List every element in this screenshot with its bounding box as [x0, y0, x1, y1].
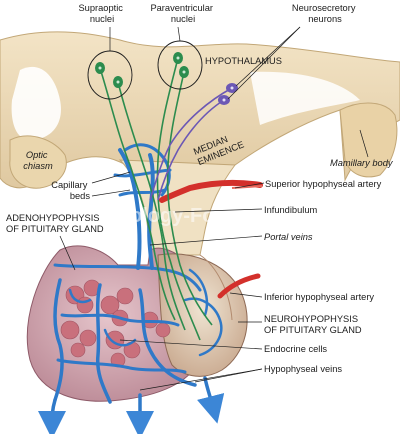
- label-hypophyseal-veins: Hypophyseal veins: [264, 364, 342, 374]
- label-paraventricular-nuclei: Paraventricular nuclei: [150, 3, 215, 24]
- label-mamillary-body: Mamillary body: [330, 158, 394, 168]
- label-hypothalamus: HYPOTHALAMUS: [205, 56, 282, 66]
- label-supraoptic-nuclei: Supraoptic nuclei: [78, 3, 125, 24]
- label-endocrine-cells: Endocrine cells: [264, 344, 327, 354]
- label-portal-veins: Portal veins: [264, 232, 313, 242]
- neuron-cell-bodies: [95, 52, 238, 105]
- label-neurosecretory-neurons: Neurosecretory neurons: [292, 3, 358, 24]
- leader-lines: [59, 26, 369, 391]
- inferior-hypophyseal-artery: [217, 273, 261, 299]
- label-capillary-beds: Capillary beds: [51, 180, 90, 201]
- label-neurohypophysis: NEUROHYPOPHYSIS OF PITUITARY GLAND: [264, 314, 362, 335]
- endocrine-cell-clusters: [60, 279, 171, 368]
- label-adenohypophysis: ADENOHYPOPHYSIS OF PITUITARY GLAND: [6, 213, 104, 234]
- neurosecretory-axons: [99, 57, 233, 341]
- watermark: Biology-Forums: [110, 205, 263, 227]
- label-inferior-hypophyseal-artery: Inferior hypophyseal artery: [264, 292, 374, 302]
- label-superior-hypophyseal-artery: Superior hypophyseal artery: [265, 179, 382, 189]
- label-infundibulum: Infundibulum: [264, 205, 317, 215]
- hypothalamus-tissue: [0, 31, 400, 216]
- superior-hypophyseal-artery: [159, 180, 263, 203]
- label-optic-chiasm: Optic chiasm: [23, 150, 53, 171]
